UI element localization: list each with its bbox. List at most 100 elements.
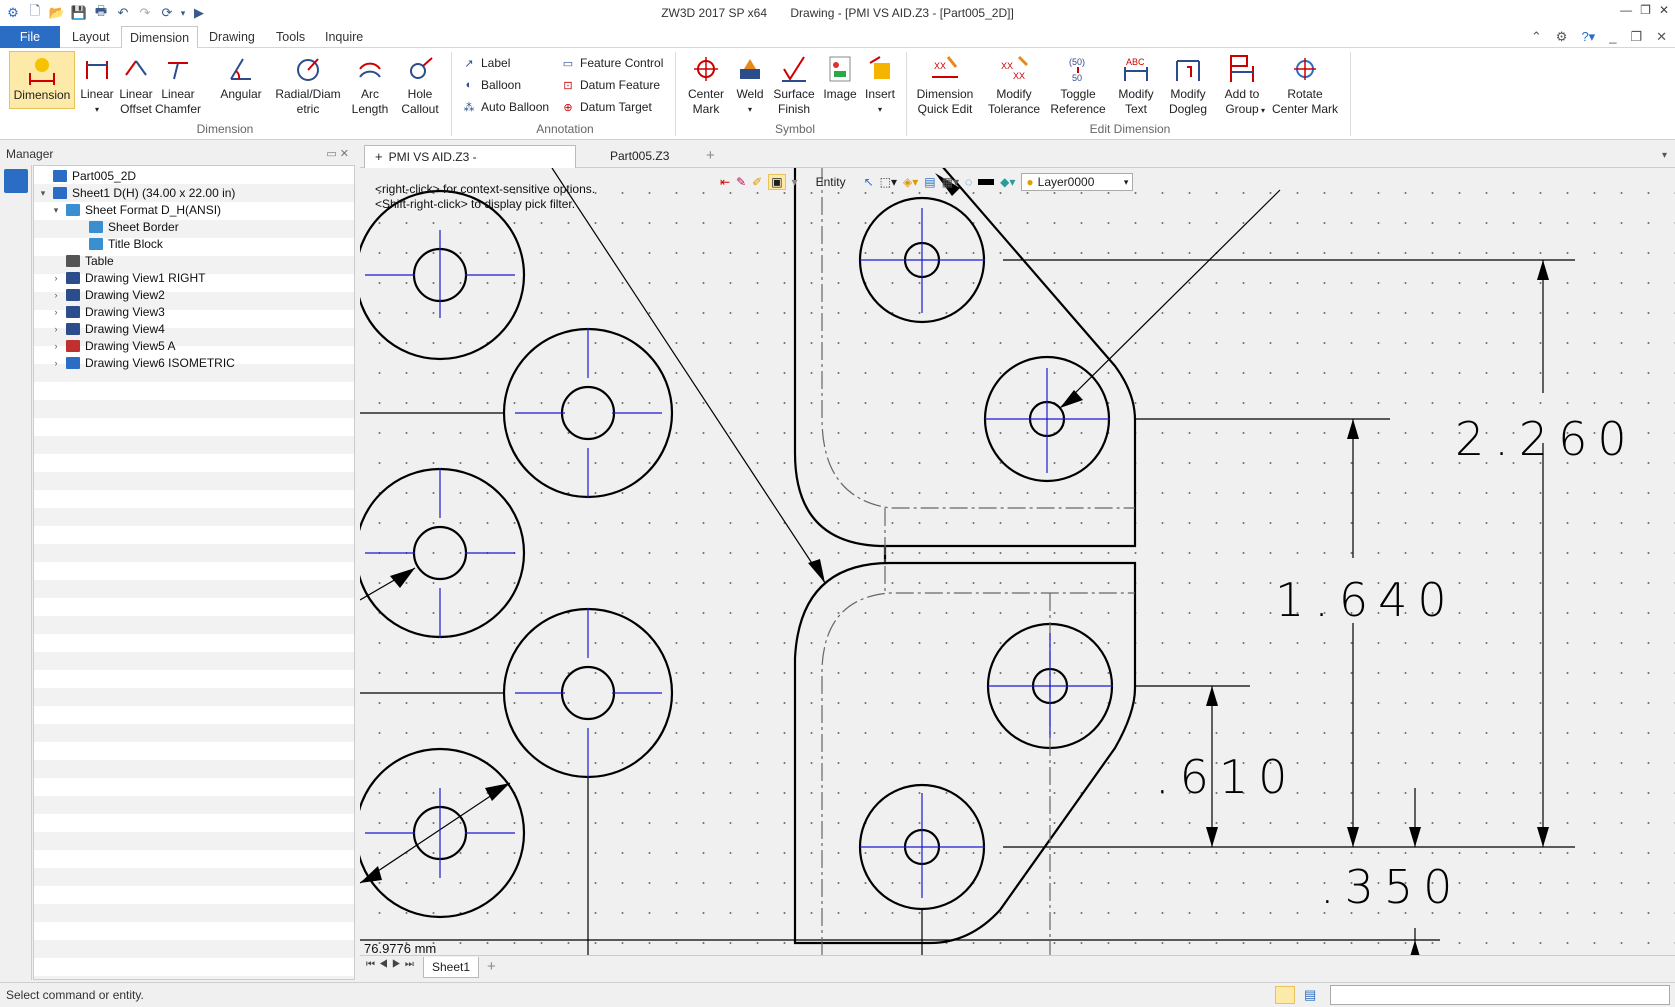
tree-item[interactable]: ▾Sheet Format D_H(ANSI) (51, 201, 221, 219)
sheet-nav-icons[interactable]: ⏮◀▶⏭ (366, 959, 418, 970)
tab-dimension[interactable]: Dimension (121, 26, 199, 49)
eraser-icon[interactable]: ✎ (736, 175, 747, 189)
new-file-icon[interactable]: 🗋 (29, 3, 41, 18)
feature-control-button[interactable]: ▭Feature Control (561, 56, 664, 70)
radial-diametric-button[interactable]: Radial/Diam etric (274, 51, 342, 117)
line-color-icon[interactable] (978, 179, 995, 185)
close-icon[interactable]: ✕ (1658, 3, 1669, 17)
collapsed-arrow-icon[interactable]: › (54, 341, 58, 351)
layer-select[interactable]: ● Layer0000 ▾ (1021, 173, 1134, 191)
list-view-icon[interactable]: ▤ (1304, 987, 1317, 1002)
minimize-icon[interactable]: — (1620, 3, 1633, 17)
history-manager-icon[interactable] (4, 169, 28, 193)
dimension-quick-edit-button[interactable]: XX Dimension Quick Edit (914, 51, 976, 117)
layout-view-icon[interactable] (1275, 986, 1295, 1004)
save-icon[interactable]: 💾 (70, 5, 88, 20)
app-logo-icon[interactable]: ⚙ (7, 5, 19, 20)
collapsed-arrow-icon[interactable]: › (54, 290, 58, 300)
run-icon[interactable]: ▶ (194, 5, 204, 20)
view-orient-icon[interactable]: ◈▾ (903, 175, 919, 189)
doc-close-icon[interactable]: ✕ (1656, 29, 1667, 44)
box-select-icon[interactable]: ⬚▾ (879, 175, 898, 189)
filter-icon[interactable]: ▾ (791, 175, 798, 189)
hole-callout-button[interactable]: Hole Callout (398, 51, 442, 117)
drawing-canvas[interactable]: 2.260 1.640 .610 .350 <right-click> for … (360, 168, 1675, 955)
dimension-button[interactable]: Dimension (9, 51, 75, 109)
tree-item[interactable]: ›Drawing View1 RIGHT (51, 269, 206, 287)
tree-item[interactable]: ›Drawing View2 (51, 286, 165, 304)
settings-icon[interactable]: ⚙ (1555, 29, 1568, 44)
manager-controls[interactable]: ▭ ✕ (326, 148, 349, 160)
collapse-ribbon-icon[interactable]: ⌃ (1530, 29, 1542, 44)
tree-item[interactable]: Sheet Border (74, 218, 179, 236)
redo-icon[interactable]: ↷ (139, 5, 151, 20)
restore-icon[interactable]: ❐ (1640, 3, 1651, 17)
sheet-tab-sheet1[interactable]: Sheet1 (423, 957, 480, 978)
doc-tab-active[interactable]: +PMI VS AID.Z3 - [Part005_2D]✕ (364, 145, 576, 186)
modify-text-button[interactable]: ABC Modify Text (1114, 51, 1158, 117)
collapsed-arrow-icon[interactable]: › (54, 324, 58, 334)
add-sheet-icon[interactable]: + (487, 958, 496, 975)
toggle-reference-button[interactable]: (50)50 Toggle Reference (1049, 51, 1107, 117)
print-icon[interactable]: 🖶 (94, 3, 108, 18)
collapsed-arrow-icon[interactable]: › (54, 273, 58, 283)
angular-button[interactable]: Angular (218, 51, 264, 102)
doc-tab-part005[interactable]: Part005.Z3 (600, 145, 679, 168)
brush-icon[interactable]: ✐ (752, 175, 763, 189)
pick-filter-icon[interactable]: ▣ (768, 174, 786, 190)
doc-minimize-icon[interactable]: _ (1609, 29, 1617, 44)
tree-item[interactable]: Table (51, 252, 114, 270)
tab-layout[interactable]: Layout (72, 30, 110, 44)
new-tab-icon[interactable]: + (706, 147, 715, 164)
shading-icon[interactable]: ▦▾ (941, 175, 959, 189)
dropdown-icon[interactable]: ▾ (180, 7, 186, 18)
help-icon[interactable]: ?▾ (1581, 29, 1596, 44)
collapsed-arrow-icon[interactable]: › (54, 358, 58, 368)
layer-stack-icon[interactable]: ◆▾ (1000, 175, 1016, 189)
collapsed-arrow-icon[interactable]: › (54, 307, 58, 317)
label-button[interactable]: ↗Label (462, 56, 510, 70)
insert-button[interactable]: Insert ▾ (862, 51, 898, 117)
image-button[interactable]: Image (822, 51, 858, 102)
tab-tools[interactable]: Tools (276, 30, 306, 44)
tree-item[interactable]: ›Drawing View4 (51, 320, 165, 338)
command-input[interactable] (1330, 985, 1670, 1005)
linear-chamfer-button[interactable]: Linear Chamfer (155, 51, 201, 117)
select-pointer-icon[interactable]: ↖ (863, 175, 874, 189)
auto-balloon-button[interactable]: ⁂Auto Balloon (462, 100, 550, 114)
refresh-icon[interactable]: ⟳ (161, 5, 173, 20)
tree-item[interactable]: ›Drawing View5 A (51, 337, 176, 355)
expanded-arrow-icon[interactable]: ▾ (53, 205, 59, 215)
filter-label[interactable]: Entity (815, 175, 846, 189)
save-view-icon[interactable]: ▤ (924, 175, 936, 189)
open-file-icon[interactable]: 📂 (48, 5, 66, 20)
doc-restore-icon[interactable]: ❐ (1630, 29, 1643, 44)
datum-feature-button[interactable]: ⊡Datum Feature (561, 78, 660, 92)
dashed-select-icon[interactable]: ◌ (965, 175, 973, 189)
layer-value: Layer0000 (1037, 175, 1095, 189)
add-to-group-button[interactable]: Add to Group ▾ (1217, 51, 1267, 117)
arc-length-button[interactable]: Arc Length (350, 51, 390, 117)
rotate-center-mark-button[interactable]: Rotate Center Mark (1270, 51, 1340, 117)
weld-button[interactable]: Weld ▾ (733, 51, 767, 117)
tree-item[interactable]: Part005_2D (38, 167, 136, 185)
datum-target-button[interactable]: ⊕Datum Target (561, 100, 651, 114)
exit-icon[interactable]: ⇤ (720, 175, 731, 189)
tab-list-icon[interactable]: ▾ (1662, 150, 1668, 161)
modify-dogleg-button[interactable]: Modify Dogleg (1165, 51, 1211, 117)
tree-item[interactable]: ›Drawing View3 (51, 303, 165, 321)
linear-button[interactable]: Linear ▾ (80, 51, 114, 117)
balloon-button[interactable]: ◐Balloon (462, 78, 521, 92)
tree-item[interactable]: ▾Sheet1 D(H) (34.00 x 22.00 in) (38, 184, 236, 202)
linear-offset-button[interactable]: Linear Offset (117, 51, 155, 117)
expanded-arrow-icon[interactable]: ▾ (40, 188, 46, 198)
tree-item[interactable]: Title Block (74, 235, 163, 253)
center-mark-button[interactable]: Center Mark (684, 51, 728, 117)
surface-finish-button[interactable]: Surface Finish (772, 51, 816, 117)
tree-item[interactable]: ›Drawing View6 ISOMETRIC (51, 354, 235, 372)
undo-icon[interactable]: ↶ (117, 5, 129, 20)
tab-inquire[interactable]: Inquire (325, 30, 364, 44)
file-menu[interactable]: File (0, 26, 60, 48)
tab-drawing[interactable]: Drawing (209, 30, 255, 44)
